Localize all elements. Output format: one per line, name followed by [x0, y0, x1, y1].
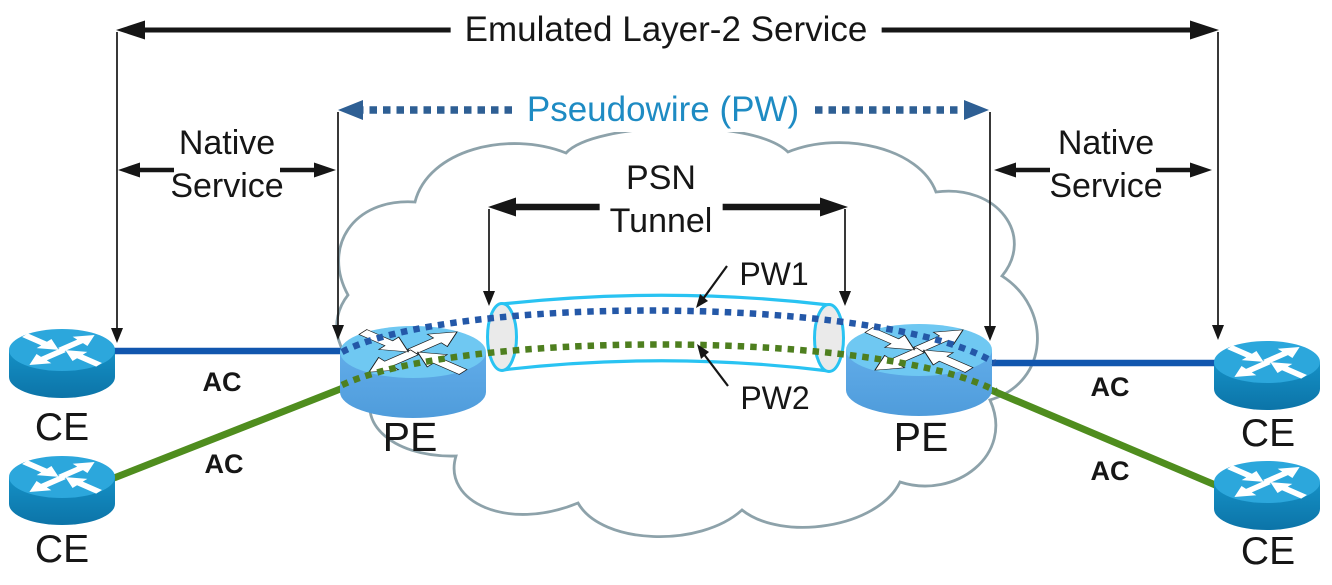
tunnel-cap-right	[813, 303, 845, 373]
native-service-arrows-right	[994, 162, 1212, 178]
arrowhead-left	[994, 162, 1016, 178]
ce-label-top-right: CE	[1240, 412, 1296, 455]
pw2-dotted-line	[340, 341, 998, 394]
arrowhead-left	[488, 197, 516, 217]
ac-line-green-right	[989, 386, 1222, 491]
ce-router-bottom-left-icon	[9, 456, 115, 525]
tunnel-cap-left	[486, 302, 518, 372]
native-service-arrows-left	[118, 162, 336, 178]
arrowhead-down-right	[984, 326, 996, 341]
arrowhead-right	[820, 197, 848, 217]
native-service-label-right: Native Service	[1049, 124, 1163, 205]
pw2-pointer-arrow	[697, 344, 729, 387]
ce-label-top-left: CE	[34, 406, 90, 449]
ce-router-bottom-right-icon	[1214, 461, 1320, 530]
pw1-pointer-arrow	[696, 265, 728, 308]
ce-router-top-right-icon	[1214, 341, 1320, 410]
ac-label-bottom-left: AC	[204, 449, 244, 479]
native-service-label-left: Native Service	[170, 124, 284, 205]
tunnel-bottom-edge	[501, 359, 830, 373]
arrowhead-right	[964, 100, 989, 120]
pseudowire-label: Pseudowire (PW)	[514, 88, 812, 132]
ac-label-bottom-right: AC	[1090, 456, 1130, 486]
arrowhead-down-left	[332, 325, 344, 340]
arrowhead-left	[118, 162, 140, 178]
ac-line-green-left	[112, 382, 350, 482]
arrowhead	[696, 294, 708, 308]
arrowhead-down-left	[111, 328, 123, 343]
arrowhead-down-left	[483, 291, 495, 306]
arrowhead-right	[314, 162, 336, 178]
ce-label-bottom-left: CE	[34, 528, 90, 571]
arrowhead-down-right	[1212, 325, 1224, 340]
arrowhead-left	[116, 20, 145, 40]
arrowhead-right	[1190, 162, 1212, 178]
pe-label-left: PE	[382, 414, 438, 460]
psn-tunnel-cylinder	[486, 293, 845, 373]
arrowhead-right	[1190, 20, 1219, 40]
pe-router-right-icon	[846, 324, 992, 416]
pw1-label: PW1	[739, 256, 809, 292]
ce-label-bottom-right: CE	[1240, 530, 1296, 573]
pe-label-right: PE	[893, 414, 949, 460]
ce-router-top-left-icon	[9, 329, 115, 398]
tunnel-top-edge	[501, 293, 830, 307]
arrowhead	[697, 344, 709, 359]
pw1-dotted-line	[340, 307, 997, 366]
tunnel-body	[502, 295, 829, 371]
ac-label-top-left: AC	[202, 367, 242, 397]
pointer-shaft	[702, 265, 728, 300]
arrowhead-left	[338, 100, 363, 120]
pw2-label: PW2	[740, 380, 810, 416]
arrowhead-down-right	[839, 291, 851, 306]
pointer-shaft	[702, 352, 729, 387]
emulated-service-label: Emulated Layer-2 Service	[450, 8, 882, 52]
psn-tunnel-label: PSN Tunnel	[599, 157, 723, 243]
ac-label-top-right: AC	[1090, 372, 1130, 402]
pe-router-left-icon	[340, 326, 486, 418]
